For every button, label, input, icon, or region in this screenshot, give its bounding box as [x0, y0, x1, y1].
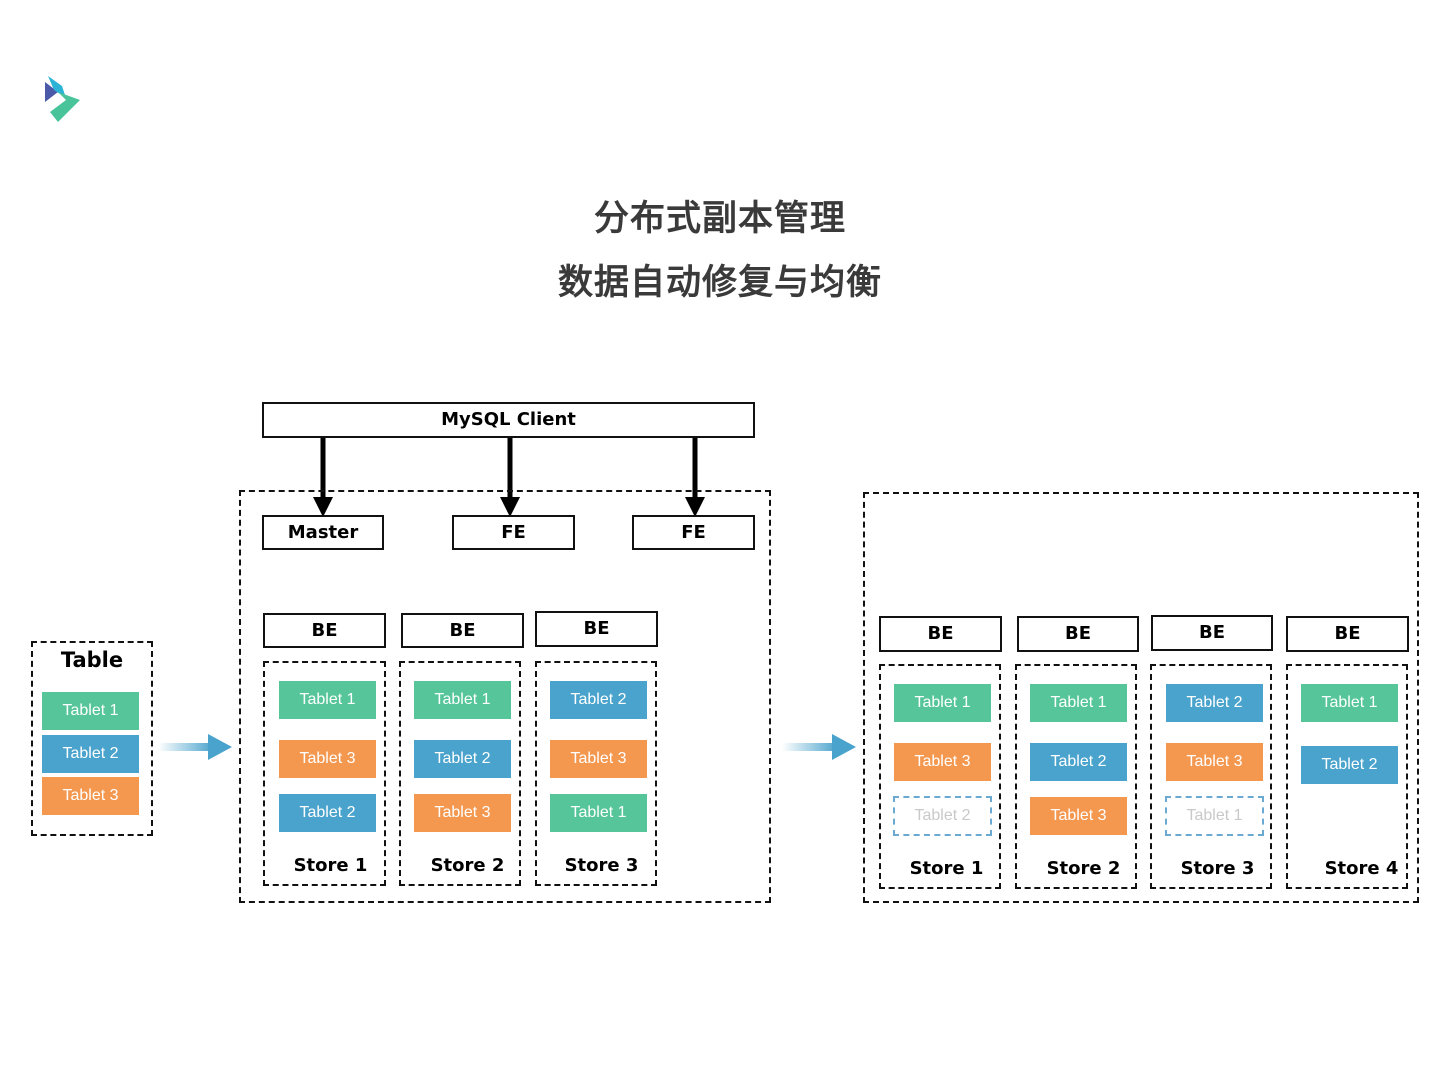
cluster-after: [863, 492, 1419, 903]
ghost-tablet-block: Tablet 2: [893, 796, 992, 836]
tablet-block: Tablet 3: [42, 777, 139, 815]
tablet-block: Tablet 1: [1030, 684, 1127, 722]
store-box: [1150, 664, 1272, 889]
store-box: [263, 661, 386, 886]
store-box: [879, 664, 1001, 889]
be-box: BE: [535, 611, 658, 647]
tablet-block: Tablet 3: [894, 743, 991, 781]
cluster-before: [239, 490, 771, 903]
fe-box: FE: [632, 515, 755, 550]
be-box: BE: [1286, 616, 1409, 652]
tablet-block: Tablet 3: [1166, 743, 1263, 781]
tablet-block: Tablet 1: [414, 681, 511, 719]
be-box: BE: [879, 616, 1002, 652]
tablet-block: Tablet 2: [414, 740, 511, 778]
store-label: Store 2: [430, 855, 505, 876]
brand-logo-icon: [45, 76, 80, 122]
tablet-block: Tablet 2: [42, 735, 139, 773]
tablet-block: Tablet 3: [414, 794, 511, 832]
ghost-tablet-block: Tablet 1: [1165, 796, 1264, 836]
tablet-block: Tablet 3: [1030, 797, 1127, 835]
tablet-block: Tablet 2: [550, 681, 647, 719]
tablet-block: Tablet 1: [550, 794, 647, 832]
table-title: Table: [60, 648, 124, 672]
be-box: BE: [263, 613, 386, 648]
tablet-block: Tablet 1: [42, 692, 139, 730]
store-box: [1286, 664, 1408, 889]
store-box: [1015, 664, 1137, 889]
mysql-client-box: MySQL Client: [262, 402, 755, 438]
tablet-block: Tablet 2: [1166, 684, 1263, 722]
tablet-block: Tablet 2: [1030, 743, 1127, 781]
be-box: BE: [1151, 615, 1273, 651]
tablet-block: Tablet 1: [1301, 684, 1398, 722]
page-title: 分布式副本管理: [593, 199, 846, 239]
store-label: Store 3: [564, 855, 639, 876]
store-box: [399, 661, 521, 886]
tablet-block: Tablet 1: [279, 681, 376, 719]
tablet-block: Tablet 2: [279, 794, 376, 832]
tablet-block: Tablet 1: [894, 684, 991, 722]
store-box: [535, 661, 657, 886]
store-label: Store 2: [1046, 858, 1121, 879]
master-box: Master: [262, 515, 384, 550]
tablet-block: Tablet 2: [1301, 746, 1398, 784]
store-label: Store 3: [1180, 858, 1255, 879]
tablet-block: Tablet 3: [550, 740, 647, 778]
table-box: [31, 641, 153, 836]
be-box: BE: [1017, 616, 1139, 652]
flow-arrow-right-icon: [158, 734, 232, 760]
flow-arrow-right-icon: [782, 734, 856, 760]
be-box: BE: [401, 613, 524, 648]
store-label: Store 1: [909, 858, 984, 879]
store-label: Store 1: [293, 855, 368, 876]
page-subtitle: 数据自动修复与均衡: [557, 263, 882, 303]
store-label: Store 4: [1324, 858, 1399, 879]
fe-box: FE: [452, 515, 575, 550]
tablet-block: Tablet 3: [279, 740, 376, 778]
